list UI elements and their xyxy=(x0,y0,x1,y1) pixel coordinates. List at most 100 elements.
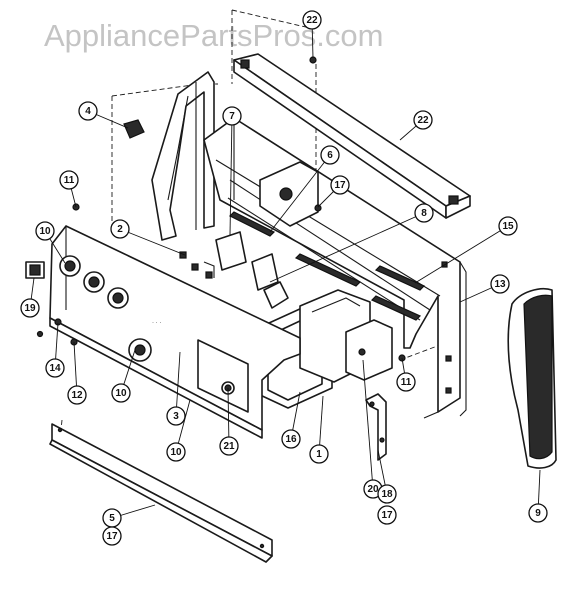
callout-label: 10 xyxy=(115,388,127,399)
callout-circle xyxy=(396,372,416,392)
callout-c-19: 19 xyxy=(20,298,40,318)
callout-label: 17 xyxy=(334,180,346,191)
leader-line-c-15 xyxy=(414,225,509,284)
callout-circle xyxy=(330,175,350,195)
leader-line-c-1 xyxy=(318,395,324,455)
part-18-bracket xyxy=(365,393,387,461)
callout-label: 18 xyxy=(381,489,393,500)
callout-c-14: 14 xyxy=(45,358,65,378)
callout-c-12: 12 xyxy=(67,385,87,405)
callout-c-4: 4 xyxy=(78,101,98,121)
part-4-clip xyxy=(123,119,145,139)
callout-c-2: 2 xyxy=(110,219,130,239)
callout-circle xyxy=(219,436,239,456)
callout-label: 17 xyxy=(106,531,118,542)
callout-c-17a: 17 xyxy=(330,175,350,195)
leader-line-c-2 xyxy=(119,228,186,256)
callout-circle xyxy=(78,101,98,121)
callout-circle xyxy=(490,274,510,294)
callout-c-22b: 22 xyxy=(413,110,433,130)
part-13-side-panel xyxy=(459,261,467,417)
part-20-board xyxy=(345,319,393,381)
callout-c-15: 15 xyxy=(498,216,518,236)
callout-label: 11 xyxy=(64,175,75,186)
callout-circle xyxy=(110,219,130,239)
callout-c-6: 6 xyxy=(320,145,340,165)
leader-line-c-8 xyxy=(269,212,425,283)
callout-c-10a: 10 xyxy=(35,221,55,241)
callout-label: 10 xyxy=(39,226,51,237)
leader-line-c-20 xyxy=(362,359,374,490)
callout-circle xyxy=(528,503,548,523)
callout-label: 13 xyxy=(494,279,506,290)
watermark-text: AppliancePartsPros.com xyxy=(44,18,383,53)
callout-circle xyxy=(281,429,301,449)
callout-c-17c: 17 xyxy=(102,526,122,546)
callout-circle xyxy=(166,442,186,462)
callout-circle xyxy=(302,10,322,30)
callout-c-16: 16 xyxy=(281,429,301,449)
callout-c-13: 13 xyxy=(490,274,510,294)
callout-circle xyxy=(166,406,186,426)
main-frame xyxy=(203,117,461,419)
part-7-switch xyxy=(203,231,247,278)
callout-label: 9 xyxy=(535,508,541,519)
part-8-switch xyxy=(263,281,289,309)
callout-c-17b: 17 xyxy=(377,505,397,525)
callout-c-10c: 10 xyxy=(166,442,186,462)
callout-c-9: 9 xyxy=(528,503,548,523)
callout-circle xyxy=(45,358,65,378)
callout-circle xyxy=(377,505,397,525)
callout-label: 10 xyxy=(170,447,182,458)
callout-circle xyxy=(309,444,329,464)
wiring-terminals xyxy=(179,251,213,279)
callout-c-5: 5 xyxy=(102,508,122,528)
callout-label: 8 xyxy=(421,208,427,219)
callout-label: 22 xyxy=(417,115,429,126)
leader-line-c-7 xyxy=(229,115,233,236)
callout-label: 7 xyxy=(229,111,235,122)
callout-circle xyxy=(20,298,40,318)
callout-circle xyxy=(413,110,433,130)
leader-line-c-21 xyxy=(227,387,230,447)
callout-label: 6 xyxy=(327,150,333,161)
callout-circle xyxy=(498,216,518,236)
leader-line-c-6 xyxy=(269,154,331,233)
callout-c-22a: 22 xyxy=(302,10,322,30)
callout-c-21: 21 xyxy=(219,436,239,456)
callout-c-3: 3 xyxy=(166,406,186,426)
callout-label: 22 xyxy=(306,15,318,26)
callout-label: 15 xyxy=(502,221,514,232)
callout-label: 4 xyxy=(85,106,91,117)
callout-label: 3 xyxy=(173,411,179,422)
callout-circle xyxy=(320,145,340,165)
part-3-control-panel: · · · xyxy=(49,225,301,439)
callout-label: 1 xyxy=(316,449,322,460)
callout-c-11b: 11 xyxy=(396,372,416,392)
callout-label: 20 xyxy=(367,484,379,495)
callout-c-10b: 10 xyxy=(111,383,131,403)
callout-c-18: 18 xyxy=(377,484,397,504)
callout-c-8: 8 xyxy=(414,203,434,223)
callout-label: 11 xyxy=(401,377,412,388)
part-2-side-bracket xyxy=(151,71,215,241)
part-5-bottom-rail xyxy=(49,423,273,563)
callout-c-1: 1 xyxy=(309,444,329,464)
callout-label: 21 xyxy=(223,441,235,452)
callout-label: 14 xyxy=(49,363,61,374)
part-22-top-rail xyxy=(233,53,471,219)
panel-marking: · · · xyxy=(152,320,161,326)
callout-label: 19 xyxy=(24,303,36,314)
callout-label: 12 xyxy=(71,390,83,401)
callout-circle xyxy=(35,221,55,241)
callout-circle xyxy=(111,383,131,403)
callout-circle xyxy=(67,385,87,405)
callout-circle xyxy=(222,106,242,126)
part-9-end-trim xyxy=(507,288,557,469)
callout-c-7: 7 xyxy=(222,106,242,126)
callout-circle xyxy=(59,170,79,190)
screw-group xyxy=(36,56,406,362)
callout-circle xyxy=(102,526,122,546)
part-19-switch xyxy=(25,261,45,279)
